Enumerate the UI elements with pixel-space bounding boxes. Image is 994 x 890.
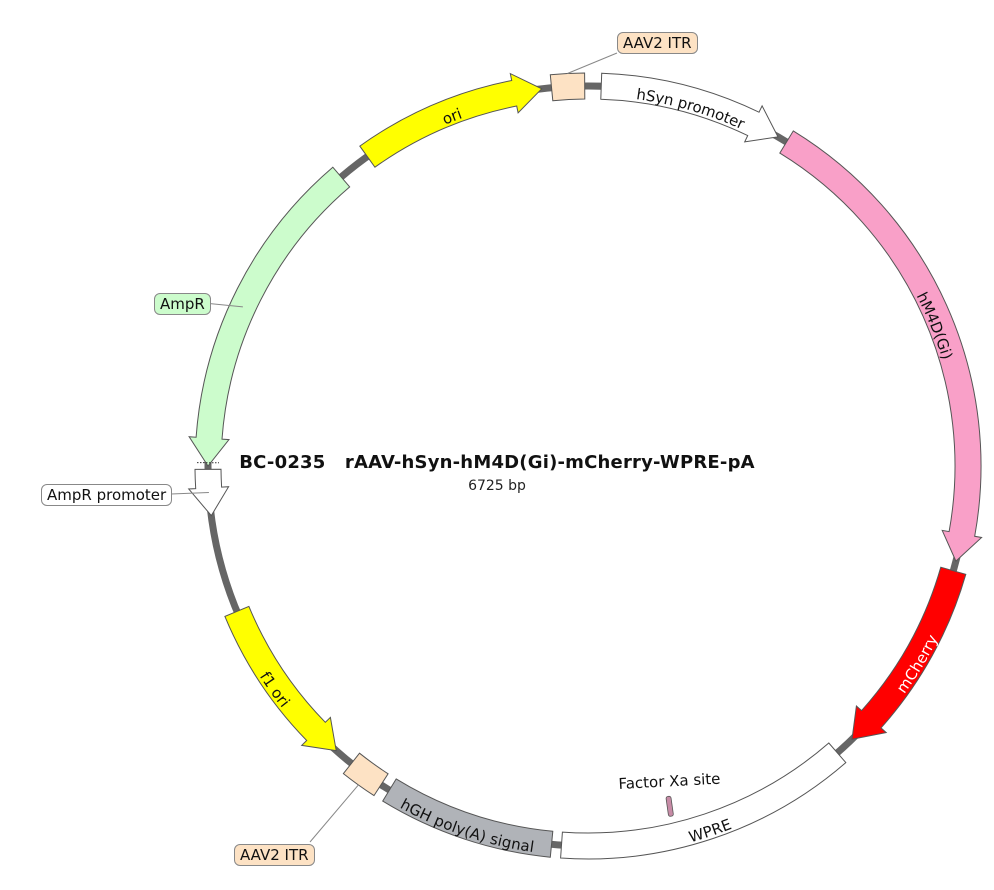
external-label-aav2-itr: AAV2 ITR [617, 32, 698, 54]
leader-layer [170, 52, 618, 843]
site-factor-xa-site [665, 795, 674, 817]
feature-mcherry [851, 566, 967, 740]
feature-label-path-hgh-poly-a-signal: hGH poly(A) signal [398, 795, 536, 856]
plasmid-length: 6725 bp [468, 478, 526, 494]
feature-label-hgh-poly-a-signal: hGH poly(A) signal [398, 795, 536, 856]
plasmid-id: BC-0235 [239, 452, 326, 473]
leader-line-aav2-itr [309, 784, 359, 843]
feature-ampr [188, 166, 351, 467]
feature-wpre [560, 742, 847, 860]
external-label-ampr: AmpR [154, 293, 211, 315]
plasmid-title: BC-0235 rAAV-hSyn-hM4D(Gi)-mCherry-WPRE-… [0, 452, 994, 473]
feature-aav2-itr [342, 752, 389, 797]
external-label-ampr-promoter: AmpR promoter [41, 484, 173, 506]
feature-hm4d-gi [779, 130, 983, 562]
feature-layer [187, 72, 983, 860]
plasmid-name: rAAV-hSyn-hM4D(Gi)-mCherry-WPRE-pA [344, 452, 755, 473]
feature-f1-ori [224, 605, 337, 752]
feature-label-path-ori: ori [439, 104, 464, 128]
site-label-factor-xa-site: Factor Xa site [618, 770, 721, 793]
feature-hsyn-promoter [600, 72, 779, 143]
feature-hgh-poly-a-signal [382, 778, 554, 858]
leader-line-aav2-itr [567, 52, 618, 74]
leader-line-ampr-promoter [170, 492, 209, 495]
external-label-aav2-itr: AAV2 ITR [234, 844, 315, 866]
feature-label-ori: ori [439, 104, 464, 128]
feature-ori [359, 72, 543, 168]
feature-aav2-itr [549, 72, 586, 102]
